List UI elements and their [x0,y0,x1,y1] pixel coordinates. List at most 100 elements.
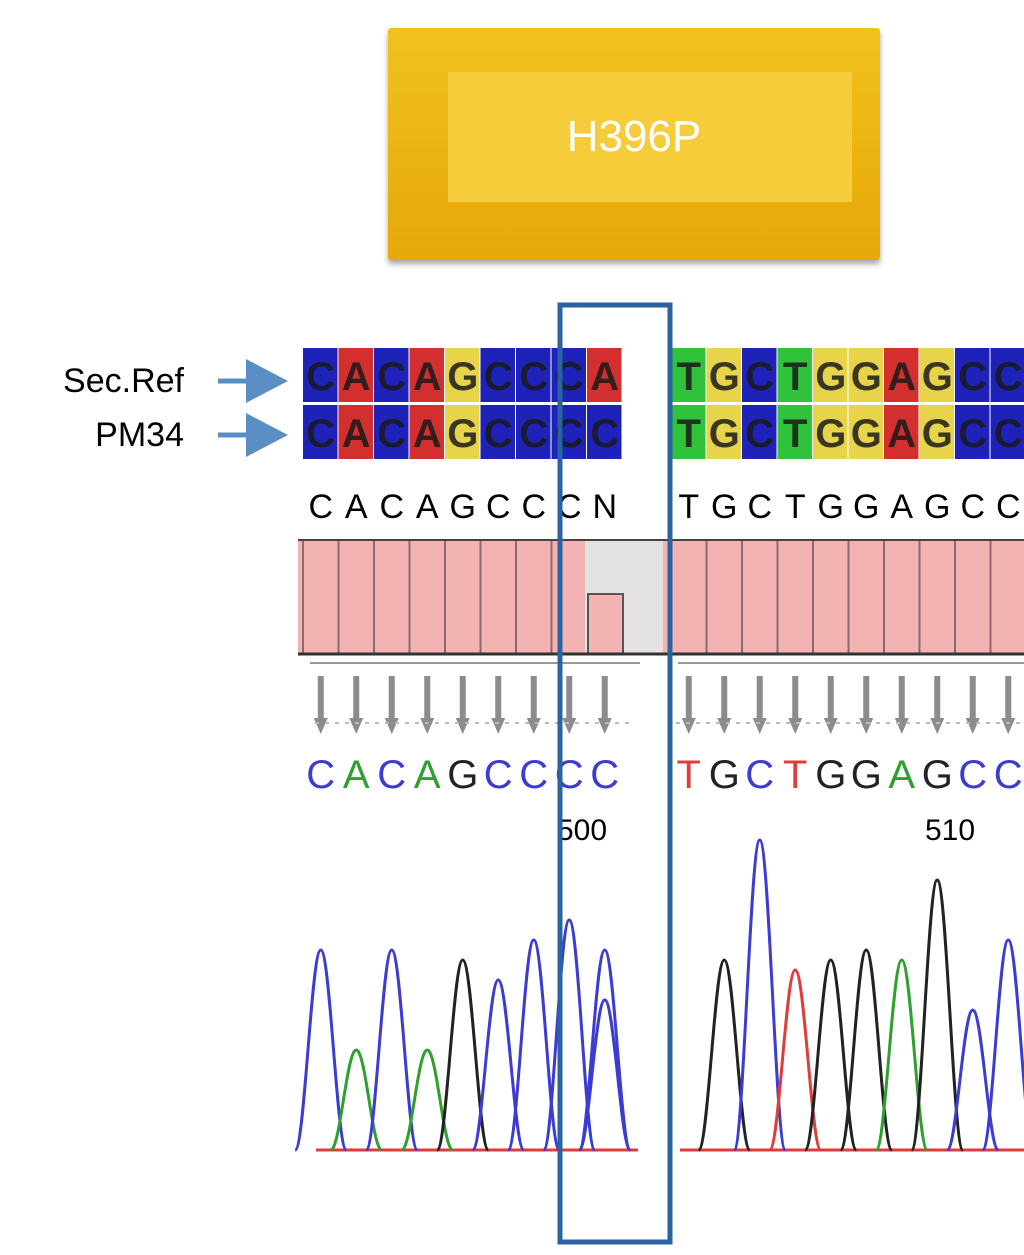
peak-tick-arrow [313,718,328,734]
base-call: C [958,753,987,797]
base-call: C [377,753,406,797]
alignment-base: C [519,355,548,399]
base-call: A [888,753,915,797]
alignment-base: G [922,355,953,399]
alignment-base: C [306,412,335,456]
peak-tick-arrow [597,718,612,734]
consensus-base: G [924,488,950,526]
alignment-cell [480,405,515,459]
peak-tick [934,676,941,720]
chromatogram-peak [400,1048,455,1152]
peak-tick [353,676,360,720]
mutation-title: H396P [566,112,702,161]
alignment-cell [706,348,741,402]
alignment-base: C [306,355,335,399]
row-label-sec-ref: Sec.Ref [63,362,184,400]
alignment-base: C [484,355,513,399]
alignment-cell [671,405,706,459]
row-arrow-icon [246,413,288,457]
alignment-cell [551,405,586,459]
base-call: C [519,753,548,797]
alignment-cell [777,348,812,402]
chromatogram-peak [910,878,965,1152]
chromatogram-peak [329,1048,384,1152]
chromatogram-peak [981,938,1024,1152]
alignment-cell [338,348,373,402]
alignment-cell [671,348,706,402]
peak-tick-arrow [752,718,767,734]
chromatogram-peak [506,938,561,1152]
alignment-cell [742,348,777,402]
consensus-base: C [960,488,985,526]
peak-tick-arrow [455,718,470,734]
consensus-base: T [678,488,699,526]
alignment-cell [706,405,741,459]
consensus-base: G [853,488,879,526]
variant-highlight-box [557,302,673,1245]
consensus-base: C [379,488,404,526]
alignment-base: G [815,355,846,399]
peak-tick-arrow [788,718,803,734]
alignment-base: C [590,412,619,456]
alignment-base: G [447,412,478,456]
base-call: A [414,753,441,797]
peak-tick [969,676,976,720]
alignment-base: C [519,412,548,456]
consensus-base: G [818,488,844,526]
chromatogram-peak [803,958,858,1152]
alignment-base: T [677,355,701,399]
consensus-base: A [345,488,368,526]
peak-tick [863,676,870,720]
consensus-base: C [521,488,546,526]
alignment-base: C [377,412,406,456]
peak-tick [459,676,466,720]
base-call: C [745,753,774,797]
alignment-base: G [709,355,740,399]
peak-tick-arrow [717,718,732,734]
alignment-cell [587,405,622,459]
peak-tick [601,676,608,720]
peak-tick [792,676,799,720]
chromatogram-peak [471,978,526,1152]
alignment-base: A [342,412,371,456]
alignment-base: A [342,355,371,399]
alignment-cell [990,348,1024,402]
alignment-base: G [815,412,846,456]
alignment-cell [303,348,338,402]
alignment-cell [742,405,777,459]
alignment-cell [990,405,1024,459]
chromatogram-peak [874,958,929,1152]
consensus-base: T [785,488,806,526]
base-call: A [343,753,370,797]
alignment-base: C [484,412,513,456]
peak-tick-arrow [349,718,364,734]
position-label: 510 [925,814,975,847]
peak-tick-arrow [420,718,435,734]
peak-tick [827,676,834,720]
alignment-base: G [447,355,478,399]
alignment-base: C [377,355,406,399]
consensus-base: C [486,488,511,526]
alignment-cell [516,348,551,402]
alignment-base: C [994,355,1023,399]
alignment-cell [955,405,990,459]
consensus-base: G [450,488,476,526]
peak-tick-arrow [894,718,909,734]
peak-tick-arrow [526,718,541,734]
alignment-cell [445,348,480,402]
peak-tick-arrow [681,718,696,734]
base-call: T [677,753,701,797]
alignment-base: C [745,355,774,399]
alignment-cell [848,405,883,459]
alignment-base: C [958,412,987,456]
alignment-cell [409,405,444,459]
alignment-cell [409,348,444,402]
alignment-base: T [783,412,807,456]
peak-tick [530,676,537,720]
base-call: T [783,753,807,797]
alignment-base: A [590,355,619,399]
peak-tick-arrow [965,718,980,734]
peak-tick [721,676,728,720]
base-call: G [709,753,740,797]
